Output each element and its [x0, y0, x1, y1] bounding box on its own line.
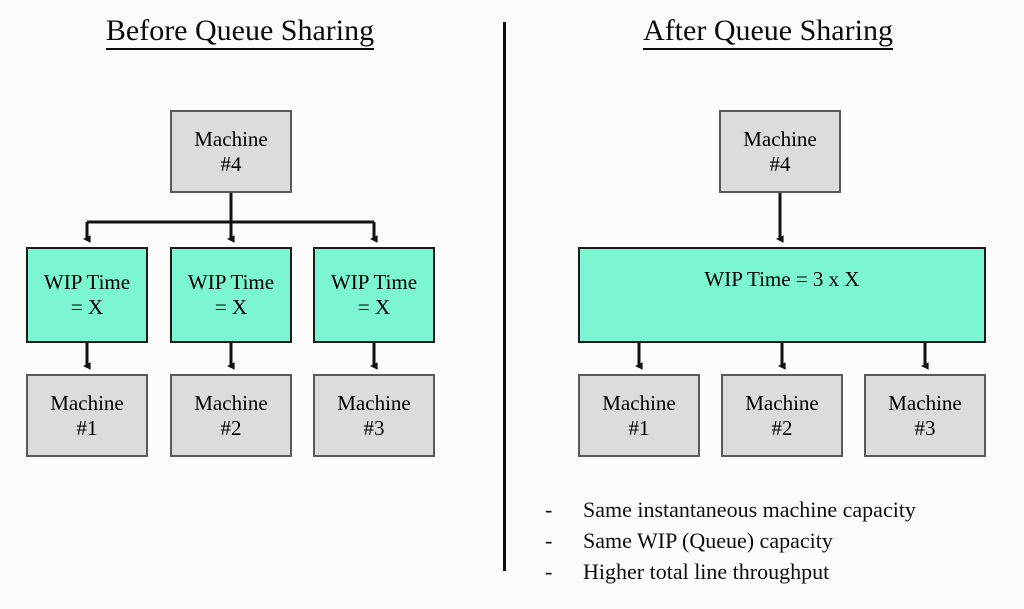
bullet-marker-icon: -: [545, 528, 553, 553]
right-source-machine-node[interactable]: Machine #4: [719, 110, 841, 193]
bullet-marker-icon: -: [545, 559, 553, 584]
bullet-marker-icon: -: [545, 497, 553, 522]
benefits-list: - Same instantaneous machine capacity - …: [545, 494, 1015, 587]
list-item-label: Same WIP (Queue) capacity: [583, 528, 833, 553]
right-machine-node-1[interactable]: Machine #1: [578, 374, 700, 457]
left-queue-node-2[interactable]: WIP Time = X: [170, 247, 292, 343]
list-item: - Same instantaneous machine capacity: [545, 494, 1015, 525]
right-shared-queue-node[interactable]: WIP Time = 3 x X: [578, 247, 986, 343]
left-machine-node-3[interactable]: Machine #3: [313, 374, 435, 457]
left-panel-title-text: Before Queue Sharing: [105, 14, 375, 50]
left-machine-node-2[interactable]: Machine #2: [170, 374, 292, 457]
list-item-label: Same instantaneous machine capacity: [583, 497, 916, 522]
right-machine-node-3[interactable]: Machine #3: [864, 374, 986, 457]
left-panel-title: Before Queue Sharing: [0, 14, 480, 50]
right-machine-node-2[interactable]: Machine #2: [721, 374, 843, 457]
left-queue-to-machine-connectors: [82, 343, 378, 370]
left-source-machine-node[interactable]: Machine #4: [170, 110, 292, 193]
right-panel-title-text: After Queue Sharing: [643, 14, 893, 50]
panel-divider: [503, 22, 506, 571]
left-machine-node-1[interactable]: Machine #1: [26, 374, 148, 457]
right-panel-title: After Queue Sharing: [520, 14, 1016, 50]
list-item-label: Higher total line throughput: [583, 559, 830, 584]
list-item: - Same WIP (Queue) capacity: [545, 525, 1015, 556]
left-queue-node-3[interactable]: WIP Time = X: [313, 247, 435, 343]
list-item: - Higher total line throughput: [545, 556, 1015, 587]
left-fanout-connector: [82, 193, 378, 243]
left-queue-node-1[interactable]: WIP Time = X: [26, 247, 148, 343]
right-queue-to-machine-connectors: [634, 343, 929, 370]
